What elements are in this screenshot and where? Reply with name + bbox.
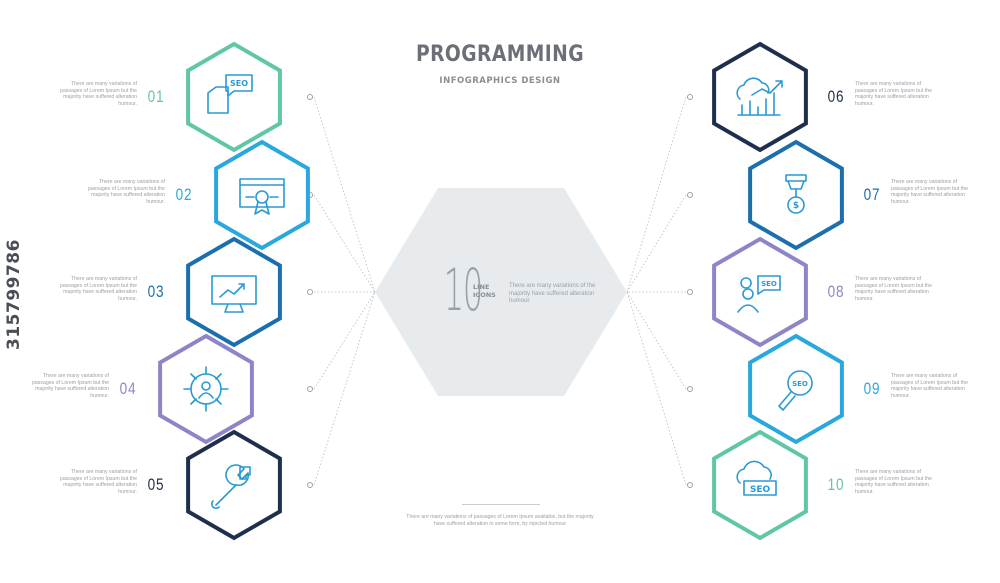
item-description-06: There are many variations of passages of…: [855, 81, 932, 107]
item-description-10: There are many variations of passages of…: [855, 469, 932, 495]
item-description-08: There are many variations of passages of…: [855, 276, 932, 302]
item-number-09: 09: [863, 379, 881, 398]
seo-magnifier-icon: SEO: [778, 370, 813, 411]
line-icons-label: LINE ICONS: [473, 283, 496, 299]
connector-line-09: [626, 291, 687, 390]
connector-line-02: [313, 194, 376, 293]
certificate-icon: [239, 178, 285, 215]
stock-id-watermark: 315799786: [4, 239, 24, 350]
connector-line-04: [313, 291, 376, 390]
center-big-number: 10: [443, 256, 483, 324]
item-number-04: 04: [119, 379, 137, 398]
seo-document-icon: SEO: [207, 74, 253, 114]
dollar-key-icon: $: [785, 174, 807, 214]
seo-consultant-icon: SEO: [737, 275, 781, 313]
connector-lines: [307, 94, 693, 488]
gear-user-icon: [183, 366, 229, 412]
hexagon-03: [186, 236, 282, 348]
item-number-08: 08: [827, 282, 845, 301]
connector-dot-04: [307, 386, 313, 392]
item-description-05: There are many variations of passages of…: [60, 469, 137, 495]
hexagon-07: [748, 139, 844, 251]
footer-description: There are many variations of passages of…: [406, 514, 594, 527]
monitor-analytics-icon: [211, 275, 257, 313]
hexagon-06: [712, 41, 808, 153]
connector-line-05: [313, 291, 376, 486]
footer-divider: [462, 504, 540, 505]
hexagon-10: [712, 429, 808, 541]
hexagon-04: [158, 333, 254, 445]
seo-cloud-icon: SEO: [736, 460, 777, 496]
item-number-03: 03: [147, 282, 165, 301]
connector-dot-10: [687, 482, 693, 488]
center-hexagon: [375, 188, 627, 396]
dollar-sign: $: [793, 201, 799, 211]
connector-line-10: [626, 291, 687, 486]
connector-dot-08: [687, 289, 693, 295]
item-hexagons: [158, 41, 844, 541]
item-description-07: There are many variations of passages of…: [891, 179, 968, 205]
hexagon-01: [186, 41, 282, 153]
center-description: There are many variations of the majorit…: [509, 283, 596, 304]
connector-line-07: [626, 194, 687, 293]
item-number-05: 05: [147, 475, 165, 494]
item-description-04: There are many variations of passages of…: [32, 373, 109, 399]
item-description-09: There are many variations of passages of…: [891, 373, 968, 399]
page-subtitle: INFOGRAPHICS DESIGN: [439, 76, 561, 86]
item-number-01: 01: [147, 87, 165, 106]
page-title: PROGRAMMING: [415, 42, 585, 67]
connector-dot-05: [307, 482, 313, 488]
item-number-02: 02: [175, 185, 193, 204]
svg-text:SEO: SEO: [792, 380, 808, 388]
connector-dot-03: [307, 289, 313, 295]
svg-text:SEO: SEO: [230, 79, 248, 88]
wrench-puzzle-icon: [210, 464, 251, 510]
item-number-10: 10: [827, 475, 845, 494]
hexagon-08: [712, 236, 808, 348]
item-description-02: There are many variations of passages of…: [88, 179, 165, 205]
item-number-07: 07: [863, 185, 881, 204]
connector-dot-07: [687, 192, 693, 198]
line-icons-label-line2: ICONS: [473, 291, 496, 299]
hexagon-05: [186, 429, 282, 541]
item-description-03: There are many variations of passages of…: [60, 276, 137, 302]
connector-dot-09: [687, 386, 693, 392]
svg-text:SEO: SEO: [750, 485, 771, 495]
connector-dot-06: [687, 94, 693, 100]
item-number-06: 06: [827, 87, 845, 106]
connector-dot-01: [307, 94, 313, 100]
svg-text:SEO: SEO: [761, 280, 777, 288]
cloud-chart-icon: [736, 77, 783, 116]
hexagon-02: [214, 139, 310, 251]
connector-line-01: [313, 96, 376, 293]
item-description-01: There are many variations of passages of…: [60, 81, 137, 107]
line-icons-label-line1: LINE: [473, 283, 490, 291]
connector-line-06: [626, 96, 687, 293]
item-icons: SEO $ SEO SEO SEO: [183, 74, 813, 510]
hexagon-09: [748, 333, 844, 445]
